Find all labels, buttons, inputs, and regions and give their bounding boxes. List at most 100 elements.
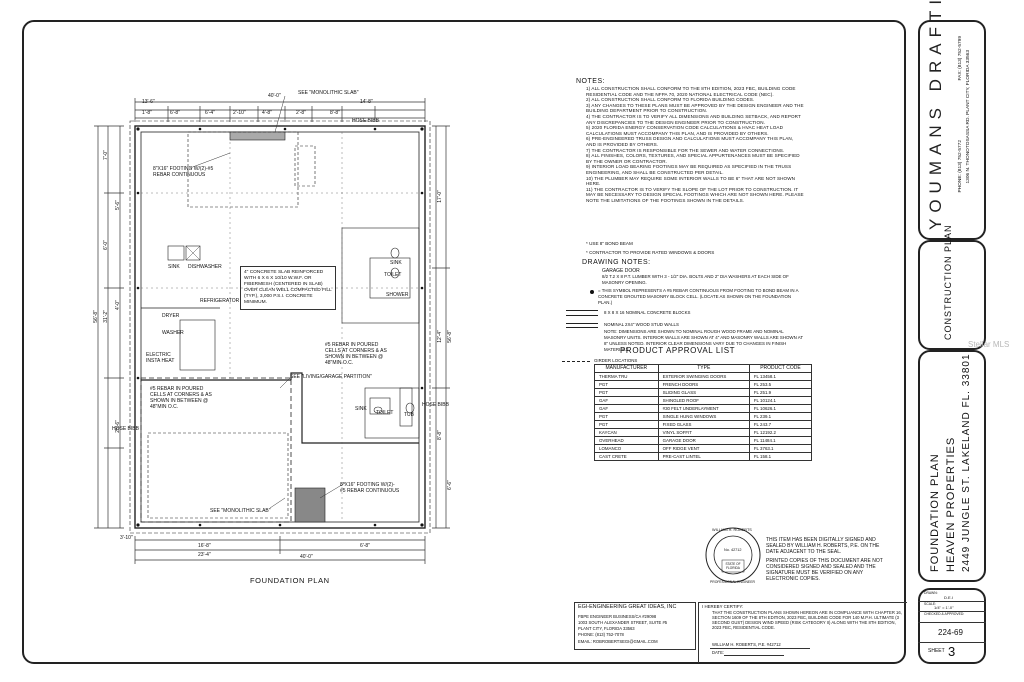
plan-dim-top-7: 2'-10" [233, 110, 246, 116]
table-cell: LOMANCO [594, 444, 659, 453]
firm-address: 1306 N. THONOTOSASSA RD. PLANT CITY, FLO… [966, 50, 971, 184]
table-cell: FL 10626.1 [748, 404, 813, 413]
drawn-value: D.E.I [944, 595, 953, 600]
footing-note-bottom: 8"X16" FOOTING W/(2)-#5 REBAR CONTINUOUS [340, 482, 400, 494]
sheet-number: 3 [948, 644, 956, 659]
label-dryer: DRYER [162, 313, 180, 319]
label-tub: TUB [404, 412, 414, 418]
product-approval-title: PRODUCT APPROVAL LIST [620, 346, 736, 355]
table-cell: PGT [594, 420, 659, 429]
girder-icon [562, 361, 590, 362]
job-number: 224-69 [938, 628, 963, 637]
table-cell: GARAGE DOOR [657, 436, 750, 445]
plan-dim-bottom-4: 3'-10" [120, 535, 133, 541]
note-item: 3) ANY CHANGES TO THESE PLANS MUST BE AP… [586, 102, 804, 114]
plan-dim-left-6: 5'-6" [115, 200, 121, 210]
table-cell: GAF [594, 396, 659, 405]
table-cell: SINGLE HUNG WINDOWS [657, 412, 750, 421]
footing-note-top: 8"X16" FOOTING W/(2)-#5 REBAR CONTINUOUS [153, 166, 214, 178]
living-garage-note: SEE "LIVING/GARAGE PARTITION" [290, 374, 372, 380]
note-item: 2) ALL CONSTRUCTION SHALL CONFORM TO FLO… [586, 97, 755, 103]
seal-license: No. 42712 [724, 548, 742, 552]
note-item: 11) THE CONTRACTOR IS TO VERIFY THE SLOP… [586, 186, 804, 203]
seal-signed-text: THIS ITEM HAS BEEN DIGITALLY SIGNED AND … [766, 537, 880, 555]
table-cell: PGT [594, 380, 659, 389]
table-cell: THERMA TRU [594, 372, 659, 381]
certify-text: THAT THE CONSTRUCTION PLANS SHOWN HEREON… [712, 610, 902, 630]
hose-bibb-right: HOSE BIBB [422, 402, 449, 408]
rebar-symbol-icon [590, 290, 594, 294]
col-header: MANUFACTURER [594, 364, 659, 373]
drawn-label: DRAWN: [924, 591, 938, 595]
plan-dim-right-1: 56'-8" [447, 330, 453, 343]
table-header-row: MANUFACTURER TYPE PRODUCT CODE [594, 364, 813, 373]
table-cell: PGT [594, 412, 659, 421]
table-cell: OFF RIDGE VENT [657, 444, 750, 453]
col-header: TYPE [657, 364, 750, 373]
plan-dim-bottom-1: 16'-8" [198, 543, 211, 549]
plan-dim-bottom-2: 23'-4" [198, 552, 211, 558]
blocks-text: 8 X 8 X 16 NOMINAL CONCRETE BLOCKS [604, 310, 691, 315]
sheet-type: CONSTRUCTION PLAN [943, 224, 953, 340]
table-cell: OVERHEAD [594, 436, 659, 445]
table-cell: EXTERIOR SWINGING DOORS [657, 372, 750, 381]
plan-dim-top-3: 14'-8" [360, 99, 373, 105]
firm-fax: FAX: (813) 752-5799 [958, 36, 963, 81]
firm-phone: PHONE: (813) 752-5772 [958, 140, 963, 193]
table-cell: FL 243.7 [748, 420, 813, 429]
title-block-firm [918, 20, 986, 240]
notes-extra-2: * CONTRACTOR TO PROVIDE RATED WINDOWS & … [586, 250, 715, 255]
hose-bibb-top: HOSE BIBB [352, 118, 379, 124]
table-cell: GAF [594, 404, 659, 413]
stud-wall-icon [566, 323, 598, 328]
engineer-seal [705, 527, 761, 583]
table-cell: PRE-CAST LINTEL [657, 452, 750, 461]
note-item: 10) THE PLUMBER MAY REQUIRE SOME INTERIO… [586, 175, 796, 187]
engineer-line-1: FBPE ENGINEER BUSINESS/CA #29098 [578, 614, 657, 619]
engineer-box [574, 602, 696, 650]
plan-dim-top-6: 6'-4" [205, 110, 215, 116]
table-cell: FRENCH DOORS [657, 380, 750, 389]
table-cell: FL 13458.1 [748, 372, 813, 381]
label-sink-kitchen: SINK [168, 264, 180, 270]
notes-list: 1) ALL CONSTRUCTION SHALL CONFORM TO THE… [586, 86, 804, 203]
seal-name: WILLIAM H. ROBERTS [712, 528, 752, 532]
certify-signer: WILLIAM H. ROBERTS, P.E. #42712 [712, 642, 781, 647]
plan-caption: FOUNDATION PLAN [250, 576, 330, 585]
rebar-symbol-text: = THIS SYMBOL REPRESENTS A #5 REBAR CONT… [598, 288, 799, 305]
note-item: 4) THE CONTRACTOR IS TO VERIFY ALL DIMEN… [586, 113, 801, 125]
certify-signer-line [710, 648, 810, 649]
engineer-line-3: PLANT CITY, FLORIDA 33563 [578, 626, 635, 631]
plan-dim-top-4: 1'-8" [142, 110, 152, 116]
dims-note-text: NOTE: DIMENSIONS ARE SHOWN TO NOMINAL RO… [604, 329, 803, 352]
table-cell: FIXED GLASS [657, 420, 750, 429]
rebar-note-right: #5 REBAR IN POURED CELLS AT CORNERS & AS… [325, 342, 387, 366]
garage-door-text: 8/2 T.2 X 8 P.T. LUMBER WITH 3 - 1/2" DI… [602, 274, 789, 285]
sheet-label: SHEET [928, 648, 945, 654]
plan-dim-left-5: 6'-0" [103, 240, 109, 250]
hose-bibb-left: HOSE BIBB [112, 426, 139, 432]
sheet-divider-1 [918, 601, 986, 602]
plan-dim-top-9: 2'-8" [296, 110, 306, 116]
sheet-divider-4 [918, 642, 986, 643]
title-block-sheet-info [918, 588, 986, 664]
engineer-line-2: 1003 SOUTH ALEXANDER STREET, SUITE #5 [578, 620, 668, 625]
label-dishwasher: DISHWASHER [188, 264, 222, 270]
plan-dim-right-4: 8'-8" [437, 430, 443, 440]
plan-dim-bottom-5: 6'-8" [360, 543, 370, 549]
label-electric: ELECTRIC INSTA HEAT [146, 352, 175, 364]
seal-state: STATE OF FLORIDA [725, 562, 741, 570]
note-item: 5) 2020 FLORIDA ENERGY CONSERVATION CODE… [586, 125, 784, 136]
block-wall-icon [566, 310, 598, 316]
engineer-line-5: EMAIL: ROBROBERTSEGI@GMAIL.COM [578, 639, 658, 644]
table-cell: FL 10124.1 [748, 396, 813, 405]
drawing-notes-title: DRAWING NOTES: [582, 259, 651, 266]
sheet-divider-2 [918, 611, 986, 612]
scale-label: SCALE: [924, 602, 937, 606]
